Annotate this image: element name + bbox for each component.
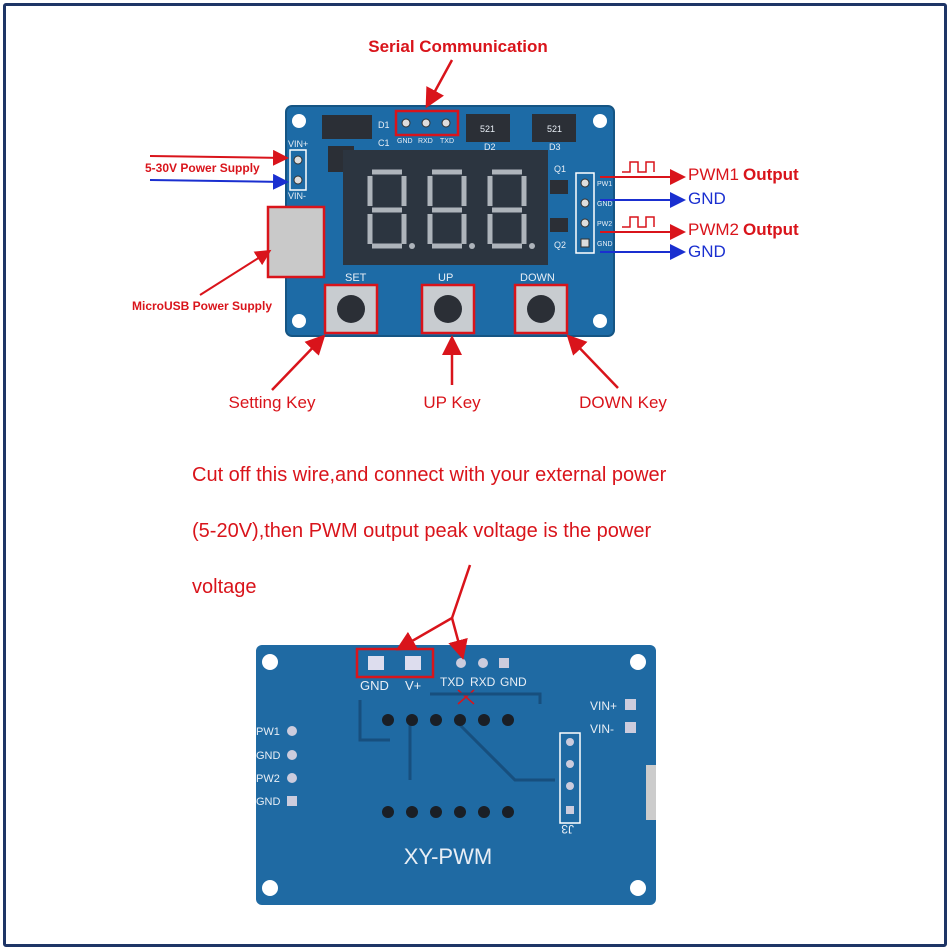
svg-text:TXD: TXD bbox=[440, 138, 454, 145]
svg-text:Q2: Q2 bbox=[554, 240, 566, 250]
down-key-label: DOWN Key bbox=[579, 393, 667, 412]
serial-communication-label: Serial Communication bbox=[368, 37, 547, 56]
svg-text:DOWN: DOWN bbox=[520, 272, 555, 284]
diode-d3 bbox=[532, 114, 576, 142]
svg-text:GND: GND bbox=[500, 675, 527, 689]
svg-text:RXD: RXD bbox=[418, 138, 433, 145]
svg-text:PW2: PW2 bbox=[597, 221, 612, 228]
svg-text:521: 521 bbox=[547, 124, 562, 134]
svg-text:D1: D1 bbox=[378, 120, 390, 130]
svg-text:GND: GND bbox=[360, 678, 389, 693]
microusb-label: MicroUSB Power Supply bbox=[132, 299, 272, 313]
up-button bbox=[420, 283, 476, 335]
cut-wire-mark-icon bbox=[457, 689, 475, 705]
vin-minus-arrow bbox=[149, 173, 289, 190]
svg-text:GND: GND bbox=[256, 750, 281, 762]
mount-hole bbox=[593, 314, 607, 328]
svg-text:GND: GND bbox=[597, 201, 613, 208]
instruction-line-2: (5-20V),then PWM output peak voltage is … bbox=[192, 520, 652, 542]
mount-hole bbox=[593, 114, 607, 128]
svg-text:GND: GND bbox=[597, 241, 613, 248]
svg-text:UP: UP bbox=[438, 272, 453, 284]
svg-text:GND: GND bbox=[256, 796, 281, 808]
mount-hole bbox=[292, 114, 306, 128]
svg-text:VIN-: VIN- bbox=[288, 191, 306, 201]
instruction-line-3: voltage bbox=[192, 576, 257, 598]
power-supply-label: 5-30V Power Supply bbox=[145, 161, 260, 175]
model-name: XY-PWM bbox=[404, 844, 492, 869]
svg-text:521: 521 bbox=[480, 124, 495, 134]
pwm1-waveform-icon bbox=[622, 161, 655, 173]
svg-text:C1: C1 bbox=[378, 138, 390, 148]
microusb-arrow bbox=[199, 249, 272, 296]
up-key-label: UP Key bbox=[423, 393, 481, 412]
microusb-port bbox=[266, 205, 326, 279]
svg-text:SET: SET bbox=[345, 272, 367, 284]
down-button bbox=[513, 283, 569, 335]
svg-text:GND: GND bbox=[397, 138, 413, 145]
bottom-pcb-board: GND V+ TXD RXD GND J3 VIN+ VIN- PW1 GND … bbox=[256, 645, 656, 905]
image-frame bbox=[3, 3, 947, 947]
instruction-line-1: Cut off this wire,and connect with your … bbox=[192, 464, 667, 486]
diode-d2 bbox=[466, 114, 510, 142]
vin-plus-arrow bbox=[149, 149, 289, 166]
svg-text:V+: V+ bbox=[405, 678, 421, 693]
svg-text:PW1: PW1 bbox=[597, 181, 612, 188]
gnd-label-1: GND bbox=[688, 189, 726, 208]
serial-arrow bbox=[425, 59, 454, 109]
svg-text:VIN-: VIN- bbox=[590, 722, 614, 736]
setting-key-label: Setting Key bbox=[229, 393, 316, 412]
power-pads-highlight-box bbox=[355, 647, 435, 679]
diode-d1 bbox=[322, 115, 372, 139]
cut-wire-arrow-1 bbox=[395, 564, 472, 651]
set-button bbox=[323, 283, 379, 335]
svg-text:D3: D3 bbox=[549, 142, 561, 152]
pwm2-waveform-icon bbox=[622, 216, 655, 228]
svg-text:D2: D2 bbox=[484, 142, 496, 152]
serial-highlight-box bbox=[394, 109, 460, 137]
svg-text:VIN+: VIN+ bbox=[590, 699, 617, 713]
svg-text:PW2: PW2 bbox=[256, 773, 280, 785]
svg-text:TXD: TXD bbox=[440, 675, 464, 689]
gnd-label-2: GND bbox=[688, 242, 726, 261]
svg-text:J3: J3 bbox=[561, 822, 574, 836]
svg-text:RXD: RXD bbox=[470, 675, 496, 689]
svg-text:VIN+: VIN+ bbox=[288, 139, 308, 149]
mount-hole bbox=[292, 314, 306, 328]
top-pcb-board: D1 C1 521 D2 521 D3 GND RXD TXD VIN+ VIN… bbox=[266, 105, 615, 337]
svg-text:PW1: PW1 bbox=[256, 726, 280, 738]
svg-text:Q1: Q1 bbox=[554, 164, 566, 174]
cut-wire-arrow-2 bbox=[448, 617, 468, 660]
